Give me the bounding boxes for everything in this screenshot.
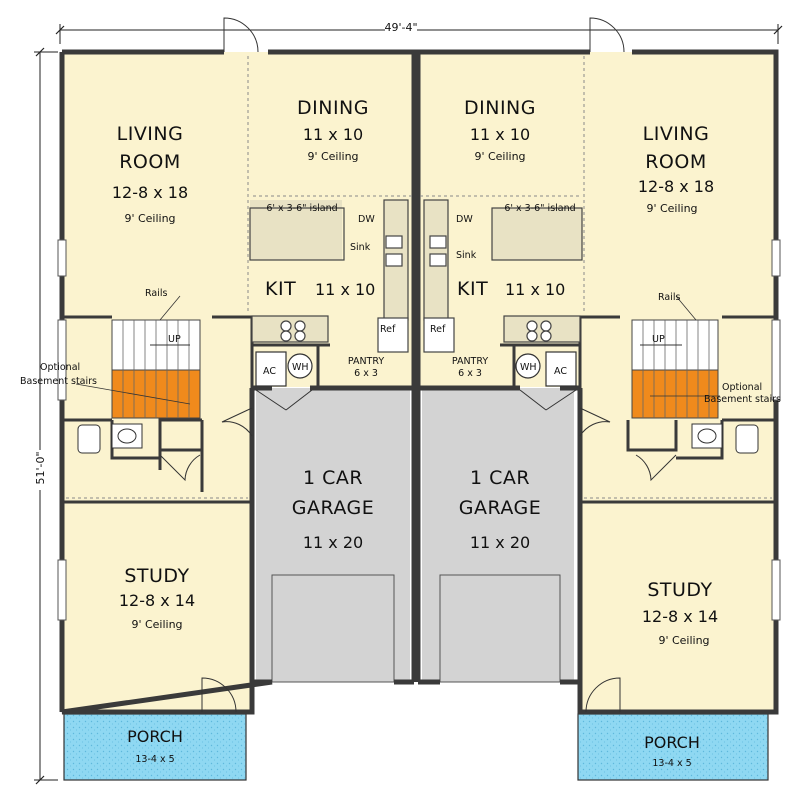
left-porch	[63, 713, 247, 781]
left-basement-label-2: Basement stairs	[20, 376, 97, 387]
right-unit-labels: LIVING ROOM 12-8 x 18 9' Ceiling DINING …	[430, 97, 781, 769]
right-porch-size: 13-4 x 5	[652, 758, 691, 769]
left-garage-size: 11 x 20	[303, 533, 363, 552]
right-pantry-size: 6 x 3	[458, 368, 482, 379]
left-rails-label: Rails	[145, 288, 167, 299]
doors	[159, 17, 677, 713]
left-study-size: 12-8 x 14	[119, 591, 195, 610]
right-dining-label: DINING	[464, 97, 536, 119]
left-living-size: 12-8 x 18	[112, 183, 188, 202]
left-dw-label: DW	[358, 214, 375, 225]
left-kitchen-label: KIT	[265, 278, 296, 300]
left-living-label-1: LIVING	[117, 123, 184, 145]
right-sink-label: Sink	[456, 250, 477, 261]
right-up-label: UP	[652, 334, 665, 345]
left-ref-label: Ref	[380, 324, 396, 335]
left-study-ceiling: 9' Ceiling	[131, 618, 182, 631]
right-dining-size: 11 x 10	[470, 125, 530, 144]
bath-fixtures	[77, 423, 759, 454]
left-garage-label-1: 1 CAR	[303, 467, 363, 489]
left-ac-label: AC	[263, 366, 276, 377]
right-pantry-label: PANTRY	[452, 356, 489, 367]
left-unit-labels: LIVING ROOM 12-8 x 18 9' Ceiling DINING …	[20, 97, 396, 765]
left-porch-label: PORCH	[127, 727, 183, 746]
left-porch-size: 13-4 x 5	[135, 754, 174, 765]
left-living-ceiling: 9' Ceiling	[124, 212, 175, 225]
left-dining-ceiling: 9' Ceiling	[307, 150, 358, 163]
right-garage-label-1: 1 CAR	[470, 467, 530, 489]
left-dining-size: 11 x 10	[303, 125, 363, 144]
utility-fixtures	[255, 351, 577, 387]
left-garage-label-2: GARAGE	[292, 497, 375, 519]
width-dimension: 49'-4"	[384, 21, 417, 34]
left-island-label: 6' x 3-6" island	[266, 203, 337, 214]
windows	[57, 239, 781, 621]
left-pantry-size: 6 x 3	[354, 368, 378, 379]
right-study-label: STUDY	[647, 579, 712, 601]
left-sink-label: Sink	[350, 242, 371, 253]
right-garage-size: 11 x 20	[470, 533, 530, 552]
dashed-separators	[66, 56, 772, 499]
left-living-label-2: ROOM	[119, 151, 181, 173]
left-up-label: UP	[168, 334, 181, 345]
leader-lines	[75, 295, 720, 405]
right-living-size: 12-8 x 18	[638, 177, 714, 196]
right-kitchen-size: 11 x 10	[505, 280, 565, 299]
left-garage-door	[271, 574, 395, 683]
right-island-label: 6' x 3-6" island	[504, 203, 575, 214]
right-study-ceiling: 9' Ceiling	[658, 634, 709, 647]
right-garage-label-2: GARAGE	[459, 497, 542, 519]
right-basement-label-2: Basement stairs	[704, 394, 781, 405]
left-pantry-label: PANTRY	[348, 356, 385, 367]
height-dimension: 51'-0"	[34, 451, 47, 484]
right-living-label-1: LIVING	[643, 123, 710, 145]
right-ref-label: Ref	[430, 324, 446, 335]
left-dining-label: DINING	[297, 97, 369, 119]
right-dw-label: DW	[456, 214, 473, 225]
left-study-label: STUDY	[124, 565, 189, 587]
right-ac-label: AC	[554, 366, 567, 377]
left-kitchen-size: 11 x 10	[315, 280, 375, 299]
right-kitchen-label: KIT	[457, 278, 488, 300]
left-basement-label-1: Optional	[40, 362, 80, 373]
right-dining-ceiling: 9' Ceiling	[474, 150, 525, 163]
right-wh-label: WH	[520, 362, 537, 373]
right-garage-door	[439, 574, 561, 683]
left-wh-label: WH	[292, 362, 309, 373]
stairs	[111, 319, 719, 419]
dimension-lines	[34, 24, 783, 785]
right-living-label-2: ROOM	[645, 151, 707, 173]
right-living-ceiling: 9' Ceiling	[646, 202, 697, 215]
right-porch-label: PORCH	[644, 733, 700, 752]
right-study-size: 12-8 x 14	[642, 607, 718, 626]
right-rails-label: Rails	[658, 292, 680, 303]
right-basement-label-1: Optional	[722, 382, 762, 393]
right-porch	[577, 713, 769, 781]
kitchen-fixtures	[249, 199, 583, 353]
